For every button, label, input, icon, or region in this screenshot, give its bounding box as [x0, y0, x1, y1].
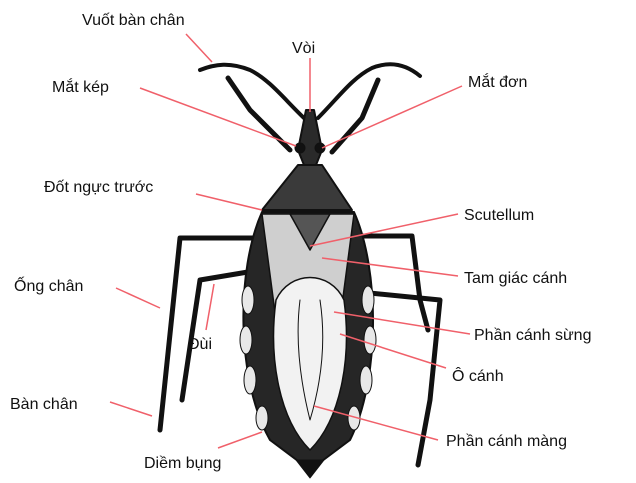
leader-tarsus — [110, 402, 152, 416]
label-pronotum: Đốt ngực trước — [44, 179, 153, 196]
leader-compound-eye — [140, 88, 296, 146]
label-scutellum: Scutellum — [464, 207, 534, 224]
leader-pronotum — [196, 194, 262, 210]
label-proboscis: Vòi — [292, 40, 315, 57]
label-cell: Ô cánh — [452, 366, 504, 385]
leader-tibia — [116, 288, 160, 308]
label-tibia: Ống chân — [14, 275, 83, 295]
compound-eye-shape — [295, 143, 305, 153]
label-claw: Vuốt bàn chân — [82, 12, 185, 29]
label-clavus: Tam giác cánh — [464, 270, 567, 287]
label-corium: Phần cánh sừng — [474, 327, 591, 344]
label-femur: Đùi — [188, 336, 212, 353]
leader-femur — [206, 284, 214, 330]
left-front-leg — [228, 78, 290, 150]
label-compound-eye: Mắt kép — [52, 77, 109, 96]
label-tarsus: Bàn chân — [10, 396, 78, 413]
pronotum-shape — [262, 165, 352, 210]
label-connexivum: Diềm bụng — [144, 455, 221, 472]
leader-ocellus — [322, 86, 462, 148]
abdomen-tip — [296, 460, 324, 478]
leader-claw — [186, 34, 212, 62]
right-antenna — [318, 64, 420, 118]
insect-illustration — [160, 64, 440, 478]
leader-connexivum — [218, 432, 262, 448]
label-membrane: Phần cánh màng — [446, 433, 567, 450]
label-ocellus: Mắt đơn — [468, 72, 527, 91]
